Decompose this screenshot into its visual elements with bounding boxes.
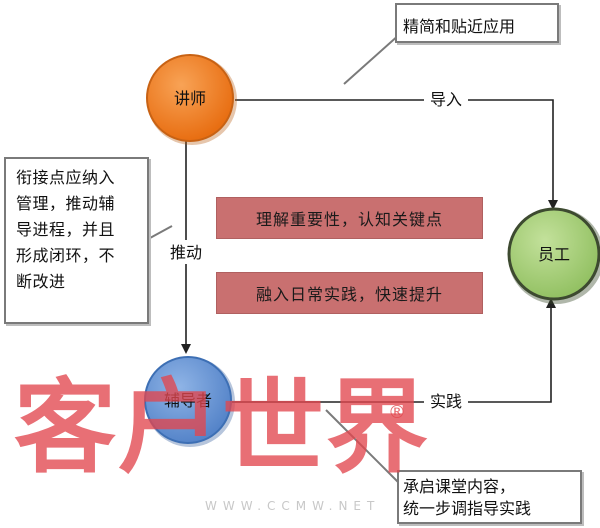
edge-import-arrow (235, 99, 558, 210)
pill-integrate: 融入日常实践，快速提升 (216, 272, 483, 314)
node-employee: 员工 (507, 207, 600, 304)
callout-bottom-line: 统一步调指导实践 (403, 499, 532, 518)
watermark-registered-mark: ® (388, 402, 406, 423)
callout-left-line: 管理，推动辅 (16, 194, 116, 213)
callout-bottom: 承启课堂内容， 统一步调指导实践 (397, 470, 582, 524)
callout-left-line: 断改进 (16, 272, 66, 291)
callout-top-text: 精简和贴近应用 (403, 17, 516, 36)
callout-left-line: 导进程，并且 (16, 220, 116, 239)
edge-practice-arrow (232, 298, 556, 403)
callout-bottom-pointer (325, 409, 399, 483)
pill-integrate-text: 融入日常实践，快速提升 (255, 285, 443, 304)
callout-top: 精简和贴近应用 (395, 3, 559, 43)
node-lecturer: 讲师 (146, 54, 237, 145)
callout-left-line: 形成闭环，不 (16, 246, 116, 265)
edge-push-label: 推动 (170, 243, 202, 262)
node-tutor-label: 辅导者 (164, 391, 212, 410)
callout-bottom-line: 承启课堂内容， (403, 477, 516, 496)
node-lecturer-label: 讲师 (174, 89, 206, 108)
watermark-url: WWW.CCMW.NET (205, 499, 381, 513)
pill-understand-text: 理解重要性，认知关键点 (255, 210, 443, 229)
edge-import-label: 导入 (430, 90, 462, 109)
callout-top-pointer (343, 33, 401, 85)
callout-left-pointer (149, 225, 173, 239)
edge-practice-label: 实践 (430, 392, 462, 411)
node-employee-label: 员工 (538, 245, 570, 264)
callout-left-line: 衔接点应纳入 (16, 168, 116, 187)
pill-understand: 理解重要性，认知关键点 (216, 197, 483, 239)
callout-left: 衔接点应纳入 管理，推动辅 导进程，并且 形成闭环，不 断改进 (4, 157, 149, 324)
node-tutor: 辅导者 (144, 356, 235, 447)
watermark-logo: 客户世界 (14, 369, 430, 488)
